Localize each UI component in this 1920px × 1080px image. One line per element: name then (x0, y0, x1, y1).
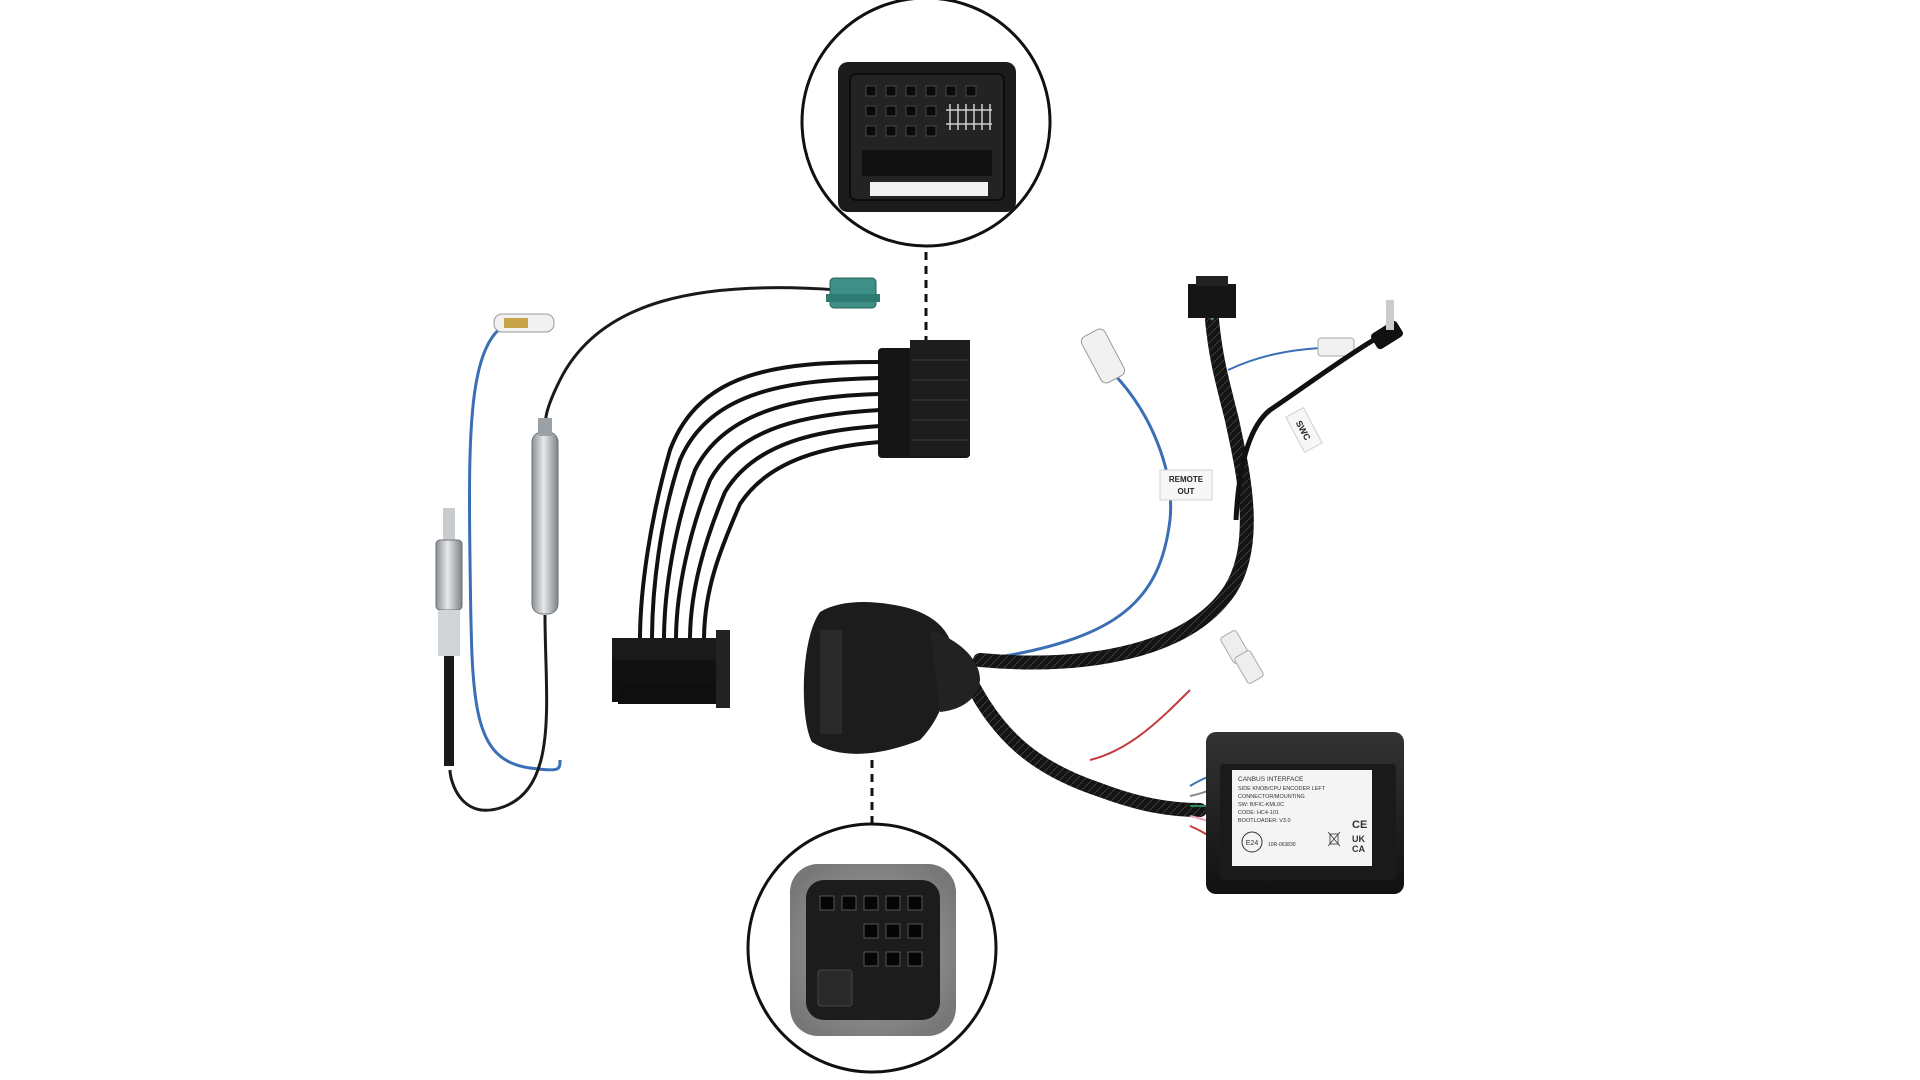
ukca-line1: UK (1352, 834, 1365, 844)
remote-out-terminal (1080, 328, 1126, 384)
ece-number: 10R-063830 (1268, 842, 1296, 848)
top-connector-zoom-callout (800, 0, 1052, 340)
jack-3-5mm (1371, 300, 1403, 350)
din-antenna-plug (435, 508, 463, 766)
swc-tag: SWC (1285, 406, 1323, 454)
remote-out-tag: REMOTE OUT (1159, 469, 1213, 501)
swc-lead (1233, 333, 1382, 521)
braided-branch-lower (963, 673, 1207, 817)
small-white-connector (1317, 337, 1355, 357)
module-label-line3: CONNECTOR/MOUNTING (1238, 794, 1305, 800)
fakra-connector (826, 277, 880, 309)
ece-mark: E24 (1246, 840, 1259, 847)
remote-out-tag-line2: OUT (1178, 487, 1195, 496)
antenna-amplifier (531, 431, 559, 615)
ce-mark: CE (1352, 819, 1367, 831)
module-label-line5: CODE: HC4-101 (1238, 810, 1279, 816)
module-label: CANBUS INTERFACE SIDE KNOB/CPU ENCODER L… (1232, 770, 1372, 866)
weee-bin-icon (1327, 831, 1341, 847)
module-label-line2: SIDE KNOB/CPU ENCODER LEFT (1238, 786, 1326, 792)
top-right-connector (1188, 276, 1236, 318)
module-label-line6: BOOTLOADER: V3.0 (1238, 818, 1291, 824)
remote-out-tag-line1: REMOTE (1169, 475, 1204, 484)
ring-terminal (493, 313, 555, 333)
canbus-module: CANBUS INTERFACE SIDE KNOB/CPU ENCODER L… (1206, 732, 1404, 894)
ukca-line2: CA (1352, 844, 1365, 854)
small-connector-wire (1227, 347, 1321, 371)
bottom-connector-zoom-callout (746, 760, 998, 1074)
foam-wrapped-plug (803, 602, 980, 754)
iso-connector-lower (612, 630, 730, 708)
remote-out-wire (979, 368, 1173, 662)
harness-wires-left (638, 360, 881, 641)
module-label-line4: SW: B/FIC-KML0C (1238, 802, 1284, 808)
antenna-adapter (435, 286, 839, 812)
branch-terminal-b (1234, 650, 1264, 684)
module-label-line1: CANBUS INTERFACE (1238, 776, 1304, 783)
braided-trunk-main (973, 313, 1254, 670)
iso-connector-upper (878, 340, 970, 458)
